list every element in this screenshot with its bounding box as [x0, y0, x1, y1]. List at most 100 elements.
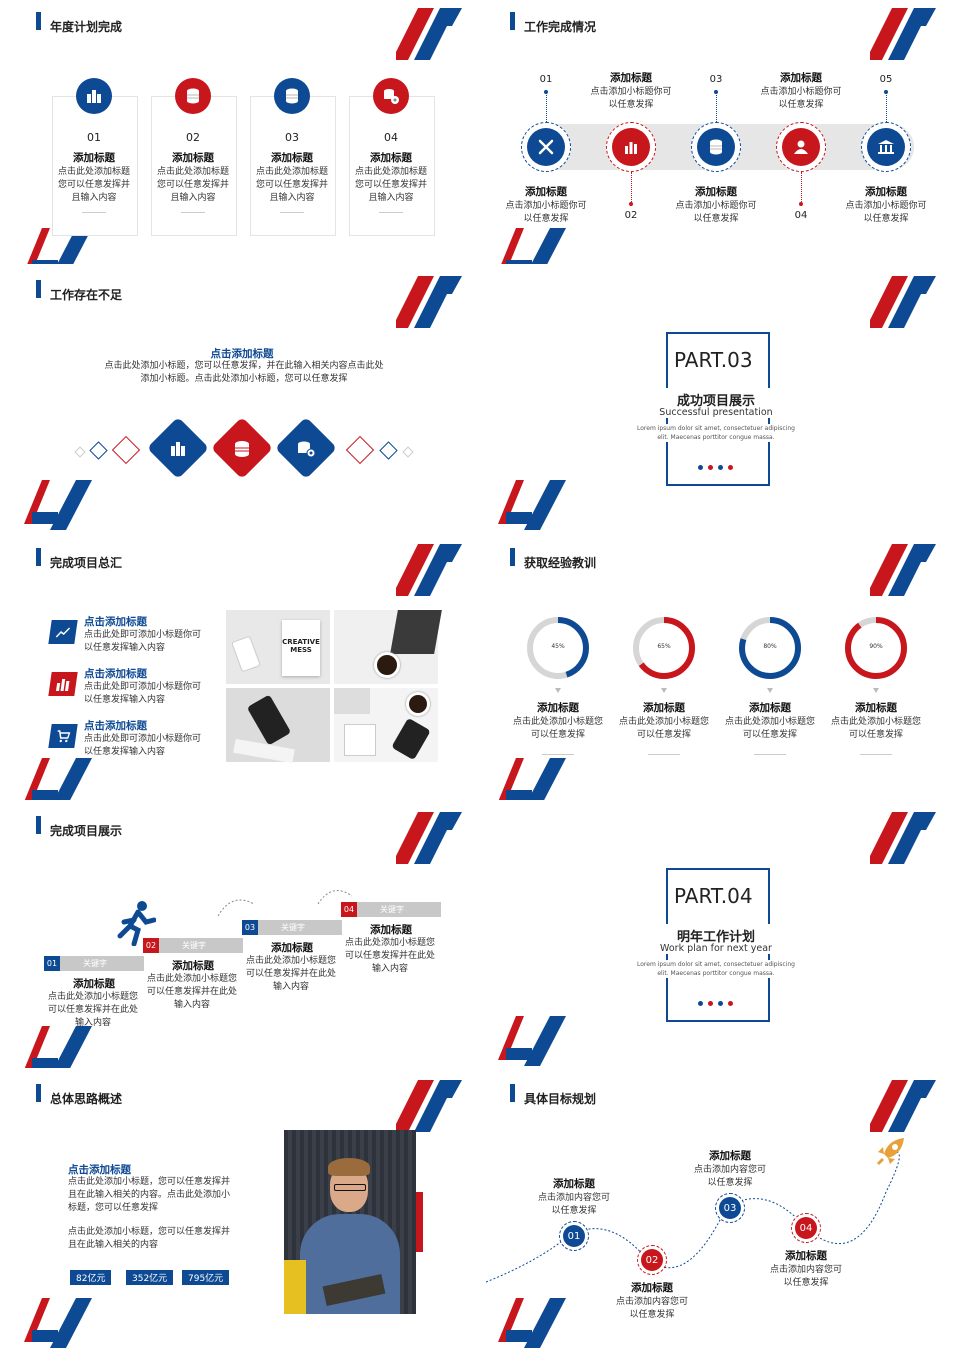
- ring-fill: [527, 617, 589, 679]
- stripe-decoration: [870, 276, 936, 328]
- ring-divider: [860, 754, 892, 755]
- progress-ring: 80%: [736, 614, 804, 682]
- step-bar: [143, 938, 243, 953]
- part-subtitle: Work plan for next year: [626, 943, 806, 954]
- triangle-pointer: [767, 688, 773, 693]
- part-number: PART.03: [674, 348, 753, 372]
- stripe-decoration: [870, 544, 936, 596]
- ring-divider: [542, 754, 574, 755]
- stripe-decoration: [396, 8, 462, 60]
- database-gear-icon: [373, 78, 409, 114]
- ring-percent: 80%: [763, 643, 777, 650]
- step-arrows: [217, 890, 353, 917]
- node-dot: [544, 90, 548, 94]
- step-keyword: 关键字: [182, 941, 206, 950]
- node-number: 01: [539, 74, 553, 85]
- ring-divider: [648, 754, 680, 755]
- step-bar: [44, 956, 144, 971]
- wave-path: [486, 1151, 900, 1283]
- database-icon: [697, 128, 735, 166]
- card-number: 04: [384, 131, 398, 144]
- step-heading: 添加标题: [73, 978, 115, 990]
- node-heading: 添加标题: [780, 72, 822, 84]
- slide-title: 工作完成情况: [524, 20, 597, 34]
- node-dot: [714, 90, 718, 94]
- diamond-outline-blue: [379, 441, 398, 460]
- target-number: 01: [563, 1225, 585, 1247]
- node-number: 02: [624, 210, 638, 221]
- node-dot: [629, 202, 633, 206]
- ring-text: 点击此处添加小标题您可以任意发挥: [831, 717, 922, 740]
- cart-icon: [48, 724, 78, 748]
- database-icon: [231, 438, 253, 460]
- diamond-dot: [74, 446, 86, 458]
- diamond-outline-blue: [89, 441, 108, 460]
- stat-badge: 795亿元: [182, 1270, 230, 1285]
- step-bar: [242, 920, 342, 935]
- card-text: 点击此处添加标题您可以任意发挥并且输入内容: [354, 167, 427, 203]
- node-heading: 添加标题: [695, 186, 737, 198]
- part-dots: [698, 465, 733, 470]
- stripe-decoration: [24, 1026, 92, 1068]
- triangle-pointer: [873, 688, 879, 693]
- node-text: 点击添加小标题你可以任意发挥: [845, 201, 927, 224]
- ring-percent: 65%: [657, 643, 671, 650]
- line-chart-icon: [48, 620, 78, 644]
- slide-title: 总体思路概述: [50, 1092, 123, 1106]
- building-icon: [76, 78, 112, 114]
- card-divider: [82, 212, 106, 213]
- slide-title: 完成项目展示: [50, 824, 123, 838]
- slide-part-04: PART.04 明年工作计划 Work plan for next year L…: [486, 804, 960, 1068]
- stripe-decoration: [498, 228, 566, 264]
- ring-percent: 90%: [869, 643, 883, 650]
- tools-icon: [527, 128, 565, 166]
- database-gear-icon: [295, 438, 317, 460]
- stripe-decoration: [498, 480, 566, 530]
- title-bar: [36, 548, 41, 566]
- target-heading: 添加标题: [631, 1282, 673, 1294]
- node-number: 04: [794, 210, 808, 221]
- slide-title: 具体目标规划: [524, 1092, 597, 1106]
- stripe-decoration: [498, 1016, 566, 1066]
- step-number: 02: [143, 938, 159, 953]
- users-icon: [782, 128, 820, 166]
- stripe-decoration: [498, 758, 566, 800]
- slide-title: 工作存在不足: [50, 288, 123, 302]
- step-keyword: 关键字: [281, 923, 305, 932]
- ring-heading: 添加标题: [643, 702, 685, 714]
- card-text: 点击此处添加标题您可以任意发挥并且输入内容: [255, 167, 328, 203]
- ring-heading: 添加标题: [749, 702, 791, 714]
- part-dots: [698, 1001, 733, 1006]
- item-heading: 点击添加标题: [84, 616, 147, 628]
- card-heading: 添加标题: [73, 152, 115, 164]
- node-text: 点击添加小标题你可以任意发挥: [760, 87, 842, 110]
- ring-heading: 添加标题: [855, 702, 897, 714]
- step-number: 01: [44, 956, 60, 971]
- target-heading: 添加标题: [785, 1250, 827, 1262]
- part-subtitle: Successful presentation: [626, 407, 806, 418]
- triangle-pointer: [555, 688, 561, 693]
- step-text: 点击此处添加小标题您可以任意发挥并在此处输入内容: [345, 938, 436, 974]
- photo-man-writing: [284, 1130, 416, 1314]
- node-dot: [884, 90, 888, 94]
- step-number: 03: [242, 920, 258, 935]
- photo-creative-mess: CREATIVE MESS: [226, 610, 330, 684]
- diamond-outline-red: [111, 435, 141, 465]
- node-connector: [801, 172, 802, 204]
- overview-paragraph-2: 点击此处添加小标题，您可以任意发挥并且在此输入相关的内容: [68, 1227, 231, 1250]
- bar-chart-icon: [612, 128, 650, 166]
- slide-title: 年度计划完成: [50, 20, 123, 34]
- step-number: 04: [341, 902, 357, 917]
- ring-text: 点击此处添加小标题您可以任意发挥: [513, 717, 604, 740]
- ring-divider: [754, 754, 786, 755]
- part-lorem: Lorem ipsum dolor sit amet, consectetuer…: [636, 424, 796, 442]
- diamond-dot: [402, 446, 414, 458]
- node-text: 点击添加小标题你可以任意发挥: [590, 87, 672, 110]
- bank-icon: [867, 128, 905, 166]
- ring-text: 点击此处添加小标题您可以任意发挥: [619, 717, 710, 740]
- red-accent-bar: [416, 1192, 423, 1252]
- part-heading: 成功项目展示: [626, 388, 806, 411]
- target-heading: 添加标题: [553, 1178, 595, 1190]
